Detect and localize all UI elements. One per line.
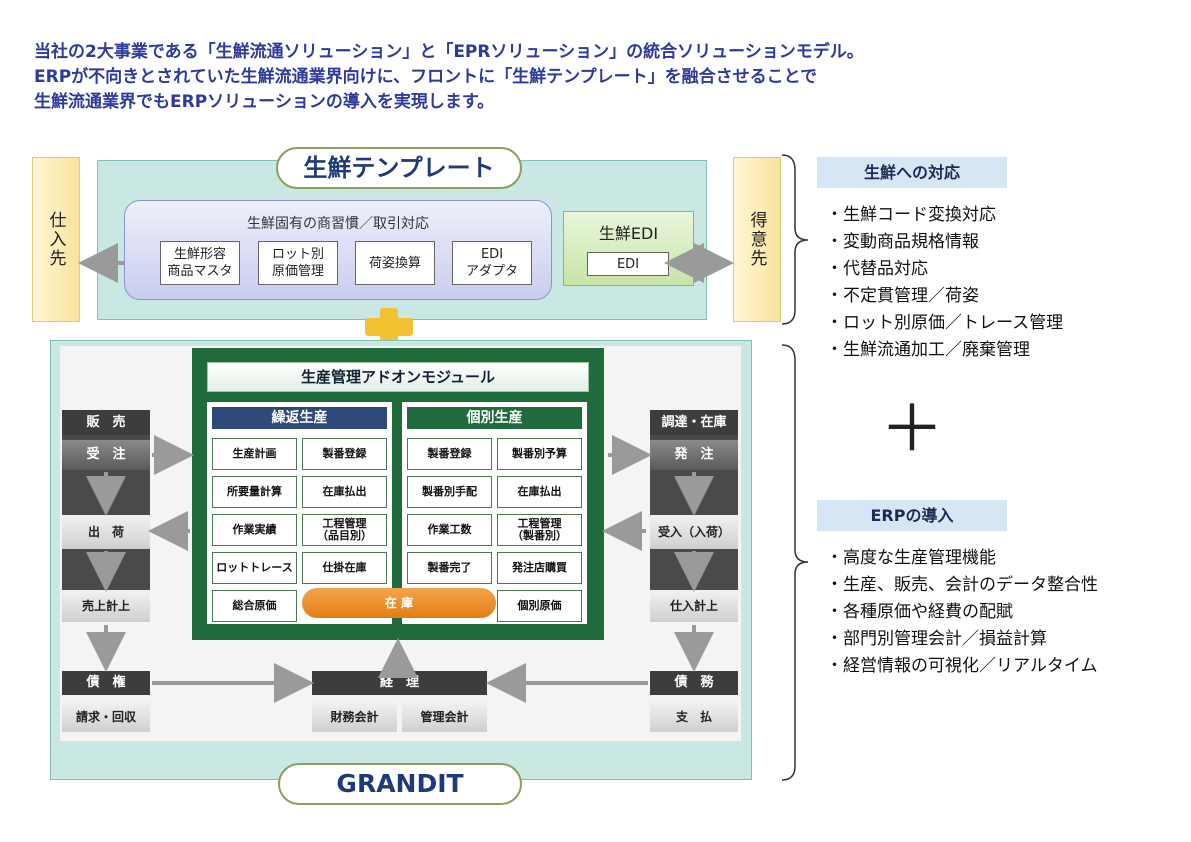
- sales-revenue: 売上計上: [62, 590, 150, 622]
- list-item: ・経営情報の可視化／リアルタイム: [826, 656, 1098, 676]
- edi-box: EDI: [587, 252, 669, 276]
- list-item: ・部門別管理会計／損益計算: [826, 629, 1047, 649]
- list-item: ・生鮮コード変換対応: [826, 205, 996, 225]
- procure-purchase: 仕入計上: [650, 590, 738, 622]
- individual-header: 個別生産: [407, 407, 582, 429]
- template-box-edi-adapter: EDI アダプタ: [452, 241, 532, 285]
- individual-cell: 製番別手配: [407, 476, 492, 508]
- debt-header: 債 務: [650, 671, 738, 695]
- template-title: 生鮮テンプレート: [276, 147, 522, 189]
- cell-line: 工程管理: [517, 517, 562, 530]
- list-item: ・変動商品規格情報: [826, 232, 979, 252]
- repeat-cell: 在庫払出: [302, 476, 387, 508]
- stock-bar: 在 庫: [302, 588, 496, 618]
- sales-ship: 出 荷: [62, 515, 150, 549]
- module-title: 生産管理アドオンモジュール: [207, 362, 589, 392]
- supplier-box: 仕入先: [32, 157, 80, 322]
- fresh-response-header: 生鮮への対応: [817, 157, 1007, 188]
- list-item: ・高度な生産管理機能: [826, 548, 996, 568]
- procure-receive: 受入（入荷）: [650, 515, 738, 549]
- customer-box: 得意先: [733, 157, 781, 322]
- individual-cell-koutei: 工程管理 （製番別）: [497, 514, 582, 546]
- repeat-cell: 所要量計算: [212, 476, 297, 508]
- individual-cell: 作業工数: [407, 514, 492, 546]
- repeat-cell: 作業実績: [212, 514, 297, 546]
- erp-list: ・高度な生産管理機能 ・生産、販売、会計のデータ整合性 ・各種原価や経費の配賦 …: [826, 545, 1098, 680]
- intro-line-1: 当社の2大事業である「生鮮流通ソリューション」と「EPRソリューション」の統合ソ…: [34, 42, 864, 62]
- erp-header: ERPの導入: [817, 500, 1007, 531]
- repeat-cell: 仕掛在庫: [302, 552, 387, 584]
- individual-cell: 在庫払出: [497, 476, 582, 508]
- plus-symbol: ＋: [880, 393, 944, 467]
- fresh-response-list: ・生鮮コード変換対応 ・変動商品規格情報 ・代替品対応 ・不定貫管理／荷姿 ・ロ…: [826, 202, 1063, 364]
- sales-header: 販 売: [62, 410, 150, 435]
- intro-line-2: ERPが不向きとされていた生鮮流通業界向けに、フロントに「生鮮テンプレート」を融…: [34, 67, 818, 87]
- list-item: ・各種原価や経費の配賦: [826, 602, 1013, 622]
- template-box-line: 生鮮形容: [173, 247, 226, 262]
- fresh-edi-title: 生鮮EDI: [598, 224, 659, 243]
- list-item: ・生鮮流通加工／廃棄管理: [826, 340, 1030, 360]
- procure-header: 調達・在庫: [650, 410, 738, 435]
- template-box-packing: 荷姿換算: [355, 241, 435, 285]
- template-box-line: EDI: [480, 247, 504, 262]
- template-box-line: 原価管理: [271, 264, 324, 279]
- template-box-product-master: 生鮮形容 商品マスタ: [160, 241, 240, 285]
- individual-cell: 製番別予算: [497, 438, 582, 470]
- cell-line: （品目別）: [317, 529, 372, 542]
- repeat-header: 繰返生産: [212, 407, 387, 429]
- plus-connector: [365, 318, 413, 336]
- brace-erp: [781, 344, 809, 781]
- cell-line: （製番別）: [512, 529, 567, 542]
- sales-order: 受 注: [62, 440, 150, 470]
- custom-practice-title: 生鮮固有の商習慣／取引対応: [247, 216, 429, 232]
- accounting-financial: 財務会計: [312, 702, 397, 732]
- individual-cell: 発注店購買: [497, 552, 582, 584]
- individual-cell: 製番登録: [407, 438, 492, 470]
- debt-item: 支 払: [650, 702, 738, 732]
- list-item: ・代替品対応: [826, 259, 928, 279]
- cell-line: 工程管理: [322, 517, 367, 530]
- template-box-line: アダプタ: [465, 264, 518, 279]
- grandit-title: GRANDIT: [278, 763, 522, 805]
- template-box-line: 荷姿換算: [368, 255, 421, 271]
- list-item: ・不定貫管理／荷姿: [826, 286, 979, 306]
- procure-order: 発 注: [650, 440, 738, 470]
- accounting-management: 管理会計: [402, 702, 487, 732]
- intro-text: 当社の2大事業である「生鮮流通ソリューション」と「EPRソリューション」の統合ソ…: [34, 40, 1134, 115]
- brace-fresh: [781, 154, 809, 325]
- individual-cell: 製番完了: [407, 552, 492, 584]
- repeat-cell: ロットトレース: [212, 552, 297, 584]
- repeat-cell: 総合原価: [212, 590, 297, 622]
- repeat-cell: 製番登録: [302, 438, 387, 470]
- credit-header: 債 権: [62, 671, 150, 695]
- credit-item: 請求・回収: [62, 702, 150, 732]
- repeat-cell-koutei: 工程管理 （品目別）: [302, 514, 387, 546]
- repeat-cell: 生産計画: [212, 438, 297, 470]
- intro-line-3: 生鮮流通業界でもERPソリューションの導入を実現します。: [34, 92, 495, 112]
- list-item: ・生産、販売、会計のデータ整合性: [826, 575, 1098, 595]
- template-box-lot-cost: ロット別 原価管理: [258, 241, 338, 285]
- template-box-line: 商品マスタ: [167, 264, 233, 279]
- individual-cell: 個別原価: [497, 590, 582, 622]
- template-box-line: ロット別: [271, 247, 324, 262]
- list-item: ・ロット別原価／トレース管理: [826, 313, 1064, 333]
